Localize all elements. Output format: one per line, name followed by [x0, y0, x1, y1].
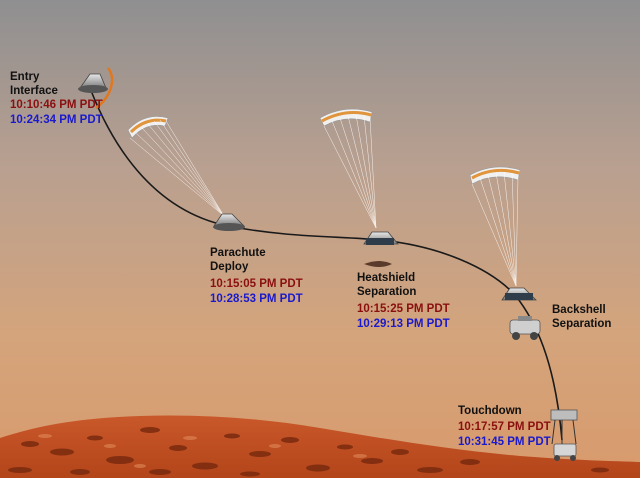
event-name: Entry	[10, 71, 40, 83]
event-time-1: 10:15:25 PM PDT	[357, 303, 450, 315]
event-time-1: 10:15:05 PM PDT	[210, 278, 303, 290]
event-time-1: 10:10:46 PM PDT	[10, 99, 103, 111]
event-name: Interface	[10, 85, 58, 97]
heatshield-separation-label: Heatshield Separation 10:15:25 PM PDT 10…	[357, 271, 450, 332]
event-time-2: 10:28:53 PM PDT	[210, 293, 303, 305]
mars-surface	[0, 415, 640, 478]
parachute-icon	[127, 116, 245, 231]
touchdown-label: Touchdown 10:17:57 PM PDT 10:31:45 PM PD…	[458, 404, 551, 450]
event-name: Deploy	[210, 261, 249, 273]
event-time-2: 10:29:13 PM PDT	[357, 318, 450, 330]
event-name: Parachute	[210, 247, 266, 259]
event-name: Separation	[552, 318, 612, 330]
event-time-2: 10:24:34 PM PDT	[10, 114, 103, 126]
lander-icon	[550, 409, 578, 461]
backshell-separation-label: Backshell Separation	[552, 303, 611, 331]
heatshield-icon	[319, 108, 399, 267]
event-name: Heatshield	[357, 272, 416, 284]
event-name: Separation	[357, 286, 417, 298]
backshell-icon	[469, 166, 541, 340]
entry-interface-label: Entry Interface 10:10:46 PM PDT 10:24:34…	[10, 70, 103, 128]
event-time-1: 10:17:57 PM PDT	[458, 421, 551, 433]
parachute-deploy-label: Parachute Deploy 10:15:05 PM PDT 10:28:5…	[210, 246, 303, 307]
event-name: Backshell	[552, 304, 606, 316]
event-time-2: 10:31:45 PM PDT	[458, 436, 551, 448]
event-name: Touchdown	[458, 405, 522, 417]
aeroshell-entry-icon	[78, 67, 114, 109]
